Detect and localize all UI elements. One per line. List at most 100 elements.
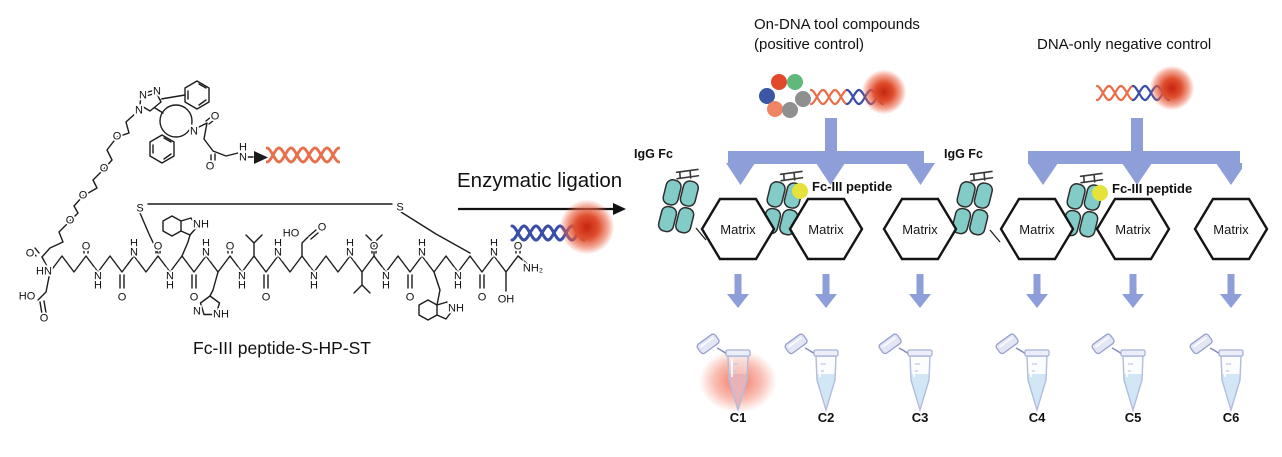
matrix-hexagon: Matrix <box>700 197 776 261</box>
split-arrow-negative <box>1028 118 1242 185</box>
svg-text:O: O <box>211 111 220 123</box>
down-arrow <box>727 274 749 308</box>
svg-text:H: H <box>94 280 102 292</box>
svg-text:O: O <box>154 241 163 253</box>
svg-text:N: N <box>238 271 246 283</box>
tube-label-c3: C3 <box>911 410 929 425</box>
svg-text:N: N <box>202 247 210 259</box>
svg-text:O: O <box>514 241 523 253</box>
igg-fc-label-positive: IgG Fc <box>634 147 673 161</box>
negative-title: DNA-only negative control <box>1037 36 1212 53</box>
svg-text:N: N <box>135 105 143 117</box>
fluorophore-dot-negative <box>1150 66 1194 110</box>
svg-text:HN: HN <box>36 266 52 278</box>
fc3-peptide-label-negative: Fc-III peptide <box>1112 181 1193 196</box>
svg-text:H: H <box>238 280 246 292</box>
svg-text:O: O <box>66 215 75 227</box>
svg-text:N: N <box>139 90 147 102</box>
svg-text:O: O <box>262 292 271 304</box>
down-arrow <box>815 274 837 308</box>
reaction-label: Enzymatic ligation <box>457 169 623 192</box>
compound-circle-green <box>787 74 803 90</box>
tube-label-c2: C2 <box>817 410 835 425</box>
matrix-hexagon: Matrix <box>882 197 958 261</box>
svg-text:O: O <box>190 292 199 304</box>
svg-text:N: N <box>193 306 201 318</box>
svg-text:NH: NH <box>193 219 209 231</box>
svg-text:H: H <box>130 238 138 250</box>
svg-text:H: H <box>382 280 390 292</box>
matrix-hexagon: Matrix <box>1193 197 1269 261</box>
svg-text:O: O <box>26 248 35 260</box>
svg-text:H: H <box>454 280 462 292</box>
compound-circle-gray1 <box>782 102 798 118</box>
svg-text:N: N <box>153 86 161 98</box>
tube-label-c6: C6 <box>1222 410 1240 425</box>
compound-circle-gray2 <box>795 91 811 107</box>
svg-text:Matrix: Matrix <box>902 222 938 237</box>
svg-text:N: N <box>94 271 102 283</box>
svg-text:Matrix: Matrix <box>720 222 756 237</box>
svg-text:O: O <box>79 190 88 202</box>
fc3-peptide-dot <box>1092 185 1108 201</box>
svg-text:O: O <box>118 292 127 304</box>
svg-text:S: S <box>136 203 143 215</box>
svg-text:NH₂: NH₂ <box>523 263 543 275</box>
compound-circle-salmon <box>767 101 783 117</box>
svg-text:O: O <box>406 292 415 304</box>
svg-text:H: H <box>202 238 210 250</box>
igg-fc-label-negative: IgG Fc <box>944 147 983 161</box>
tube-label-c4: C4 <box>1028 410 1046 425</box>
positive-title-line2: (positive control) <box>754 36 865 53</box>
svg-text:O: O <box>100 163 109 175</box>
matrix-hexagon: Matrix <box>788 197 864 261</box>
svg-text:Matrix: Matrix <box>1115 222 1151 237</box>
svg-text:Matrix: Matrix <box>808 222 844 237</box>
svg-text:N: N <box>190 126 198 138</box>
down-arrow <box>1026 274 1048 308</box>
svg-text:O: O <box>370 241 379 253</box>
svg-text:N: N <box>382 271 390 283</box>
positive-title-line1: On-DNA tool compounds <box>754 16 920 33</box>
tube-c1 <box>694 331 751 411</box>
down-arrow <box>1220 274 1242 308</box>
svg-text:O: O <box>40 313 49 325</box>
svg-text:O: O <box>206 161 215 173</box>
svg-text:N: N <box>239 152 247 164</box>
tube-c2 <box>782 331 839 411</box>
svg-text:N: N <box>490 247 498 259</box>
svg-text:H: H <box>490 238 498 250</box>
down-arrow <box>1122 274 1144 308</box>
tube-c4 <box>993 331 1050 411</box>
dna-helix-orange <box>266 146 340 164</box>
split-arrow-positive <box>726 118 935 185</box>
svg-text:HO: HO <box>19 291 36 303</box>
svg-text:H: H <box>274 238 282 250</box>
svg-text:N: N <box>418 247 426 259</box>
svg-text:N: N <box>310 271 318 283</box>
svg-text:O: O <box>478 292 487 304</box>
svg-text:H: H <box>346 238 354 250</box>
svg-text:N: N <box>346 247 354 259</box>
tube-c6 <box>1187 331 1244 411</box>
compound-circle-blue <box>759 88 775 104</box>
svg-text:N: N <box>130 247 138 259</box>
svg-text:H: H <box>310 280 318 292</box>
compound-circle-red <box>771 74 787 90</box>
tube-c3 <box>876 331 933 411</box>
svg-text:NH: NH <box>448 303 464 315</box>
svg-text:NH: NH <box>213 309 229 321</box>
svg-text:O: O <box>82 241 91 253</box>
svg-text:Matrix: Matrix <box>1213 222 1249 237</box>
tube-c5 <box>1089 331 1146 411</box>
svg-text:Matrix: Matrix <box>1019 222 1055 237</box>
svg-text:O: O <box>113 131 122 143</box>
tube-label-c5: C5 <box>1124 410 1142 425</box>
svg-text:O: O <box>226 241 235 253</box>
svg-text:N: N <box>454 271 462 283</box>
svg-text:H: H <box>418 238 426 250</box>
svg-text:H: H <box>239 142 247 154</box>
svg-text:N: N <box>274 247 282 259</box>
